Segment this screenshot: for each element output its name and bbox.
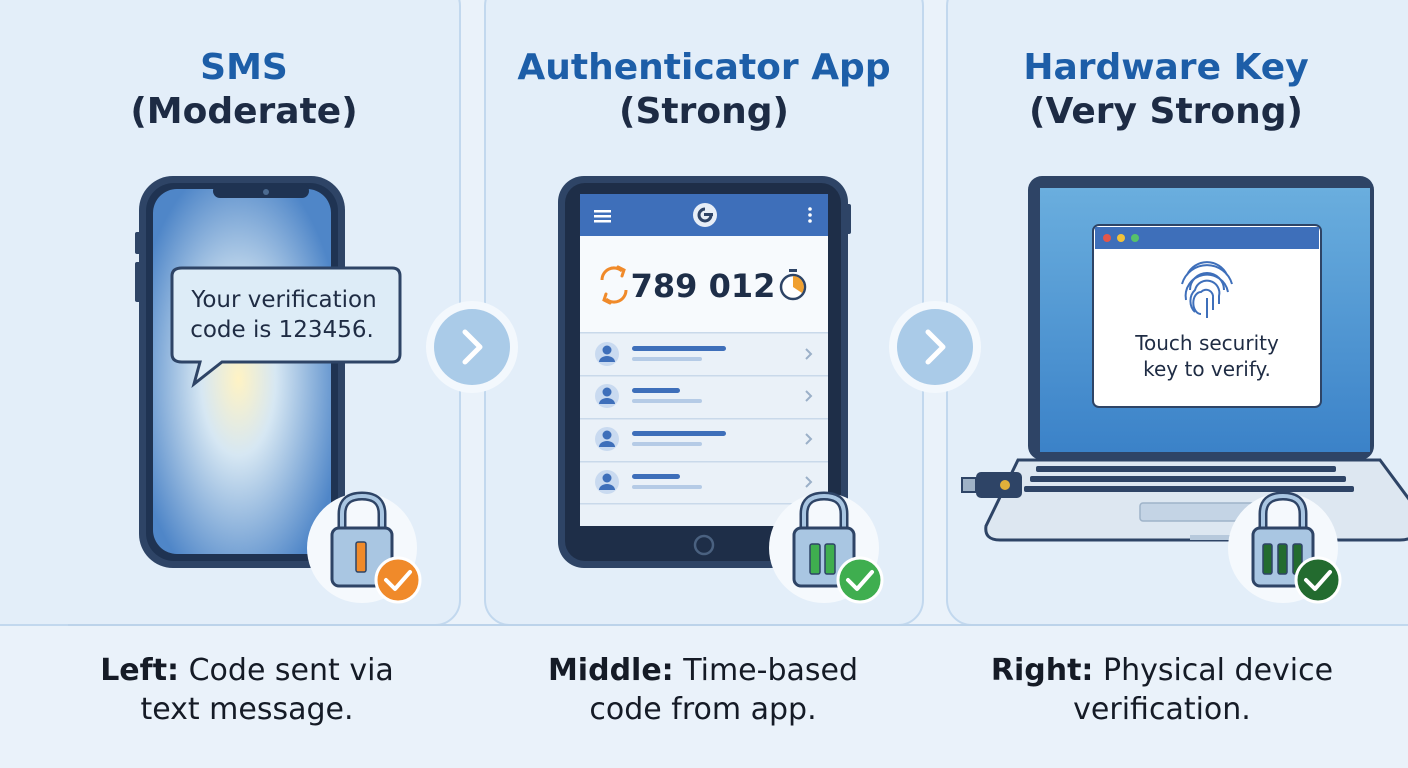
chat-bubble-icon: Your verification code is 123456. bbox=[170, 266, 402, 388]
hardware-caption-label: Right: bbox=[990, 653, 1094, 688]
divider bbox=[68, 624, 1340, 626]
hardware-caption-text-2: verification. bbox=[1073, 692, 1251, 727]
authenticator-caption-text-1: Time-based bbox=[683, 653, 859, 688]
checkmark-badge-icon bbox=[374, 556, 422, 604]
sms-title: SMS (Moderate) bbox=[14, 46, 474, 134]
hardware-prompt-line-1: Touch security bbox=[1134, 331, 1279, 355]
sms-message-line-1: Your verification bbox=[190, 287, 376, 313]
arrow-right-icon bbox=[434, 309, 510, 385]
authenticator-caption-label: Middle: bbox=[547, 653, 674, 688]
list-item bbox=[595, 427, 813, 451]
hardware-prompt-line-2: key to verify. bbox=[1143, 357, 1271, 381]
sms-method-name: SMS bbox=[200, 47, 288, 88]
hardware-caption: Right: Physical device verification. bbox=[932, 651, 1392, 729]
arrow-right-icon bbox=[897, 309, 973, 385]
hardware-caption-text-1: Physical device bbox=[1102, 653, 1334, 688]
sms-caption: Left: Code sent via text message. bbox=[17, 651, 477, 729]
authenticator-code: 789 012 bbox=[631, 267, 776, 305]
checkmark-badge-icon bbox=[836, 556, 884, 604]
refresh-icon bbox=[600, 265, 628, 305]
list-item bbox=[595, 384, 813, 408]
hardware-strength-label: (Very Strong) bbox=[1029, 91, 1303, 132]
sms-caption-label: Left: bbox=[100, 653, 180, 688]
fingerprint-icon bbox=[1181, 261, 1233, 318]
hardware-title: Hardware Key (Very Strong) bbox=[936, 46, 1396, 134]
sms-caption-text-1: Code sent via bbox=[188, 653, 394, 688]
account-list bbox=[580, 332, 828, 526]
authenticator-method-name: Authenticator App bbox=[517, 47, 891, 88]
authenticator-title: Authenticator App (Strong) bbox=[474, 46, 934, 134]
authenticator-caption: Middle: Time-based code from app. bbox=[473, 651, 933, 729]
sms-strength-label: (Moderate) bbox=[130, 91, 358, 132]
hardware-method-name: Hardware Key bbox=[1023, 47, 1309, 88]
checkmark-badge-icon bbox=[1294, 556, 1342, 604]
usb-security-key-icon bbox=[961, 472, 1022, 498]
list-item bbox=[595, 470, 813, 494]
sms-caption-text-2: text message. bbox=[140, 692, 354, 727]
list-item bbox=[595, 342, 813, 366]
smartphone-icon bbox=[135, 176, 345, 568]
authenticator-strength-label: (Strong) bbox=[619, 91, 789, 132]
timer-icon bbox=[779, 269, 807, 301]
sms-message-line-2: code is 123456. bbox=[190, 317, 374, 343]
authenticator-caption-text-2: code from app. bbox=[589, 692, 817, 727]
